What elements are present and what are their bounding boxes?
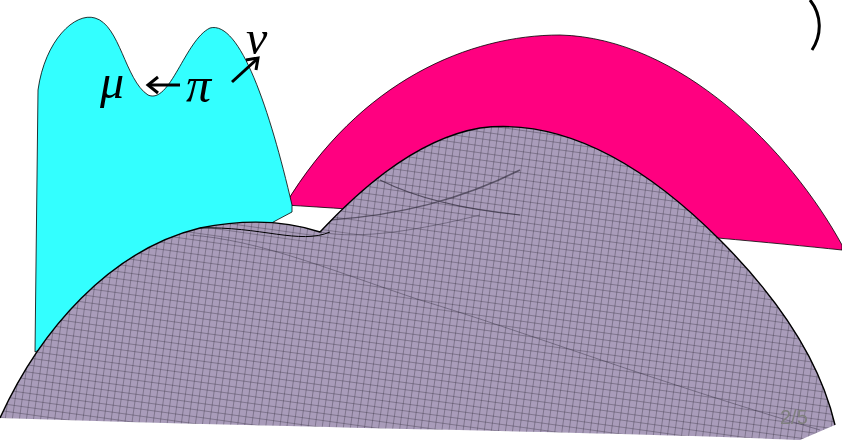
measure-symbol: π [186,60,211,110]
measure-symbol: ν [246,14,267,62]
measure-symbol: μ [100,58,124,106]
joint-surface [0,100,842,440]
cropped-stroke [810,0,819,50]
page-number: 2/5 [780,407,808,427]
